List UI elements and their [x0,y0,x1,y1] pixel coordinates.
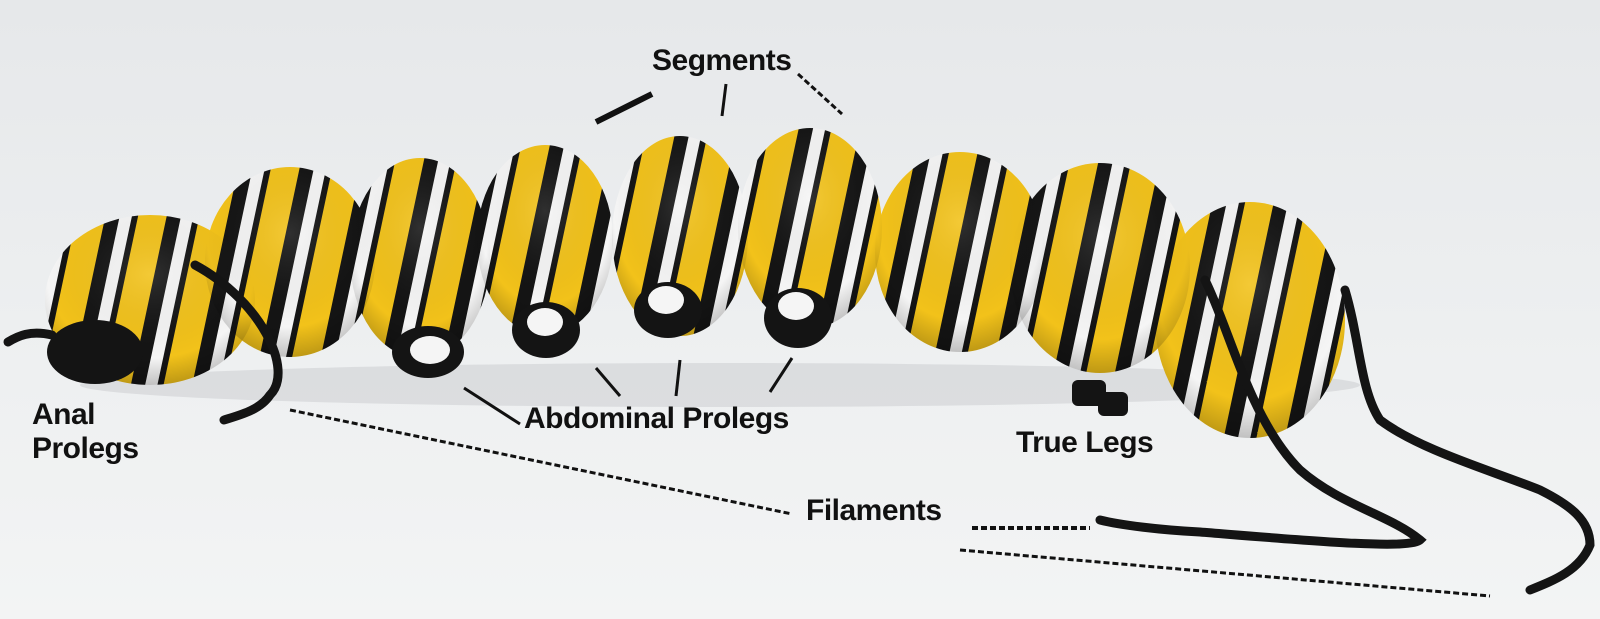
filaments [3,260,1595,595]
abdominal-prolegs [392,282,832,378]
leader-lines [289,72,1491,598]
anal-proleg [47,320,143,384]
caterpillar-body [45,128,1345,438]
filaments-label: Filaments [806,494,942,527]
abdominal-prolegs-label: Abdominal Prolegs [524,402,789,435]
body-shadow [80,363,1360,407]
segments-label: Segments [652,44,792,77]
true-legs-label: True Legs [1016,426,1154,459]
true-legs [1072,380,1128,416]
anal-prolegs-label: Anal Prolegs [32,398,139,465]
